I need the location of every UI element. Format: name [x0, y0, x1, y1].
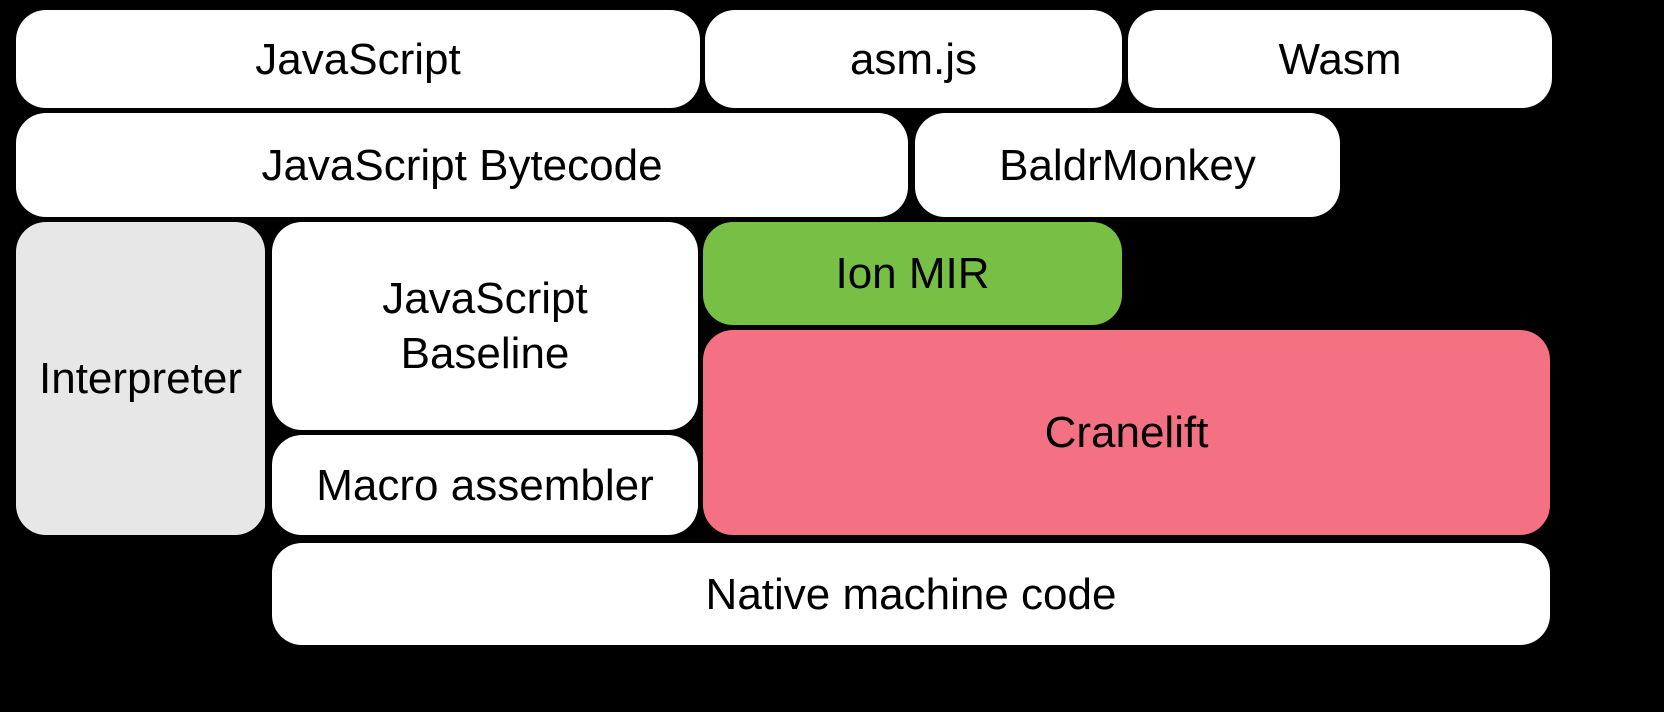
box-cranelift: Cranelift	[703, 330, 1550, 535]
box-native-machine-code: Native machine code	[272, 543, 1550, 645]
box-wasm: Wasm	[1128, 10, 1552, 108]
box-javascript-bytecode: JavaScript Bytecode	[16, 113, 908, 217]
box-asm-js: asm.js	[705, 10, 1122, 108]
box-javascript: JavaScript	[16, 10, 700, 108]
box-baldrmonkey: BaldrMonkey	[915, 113, 1340, 217]
box-javascript-baseline: JavaScript Baseline	[272, 222, 698, 430]
box-macro-assembler: Macro assembler	[272, 435, 698, 535]
box-interpreter: Interpreter	[16, 222, 265, 535]
box-ion-mir: Ion MIR	[703, 222, 1122, 325]
